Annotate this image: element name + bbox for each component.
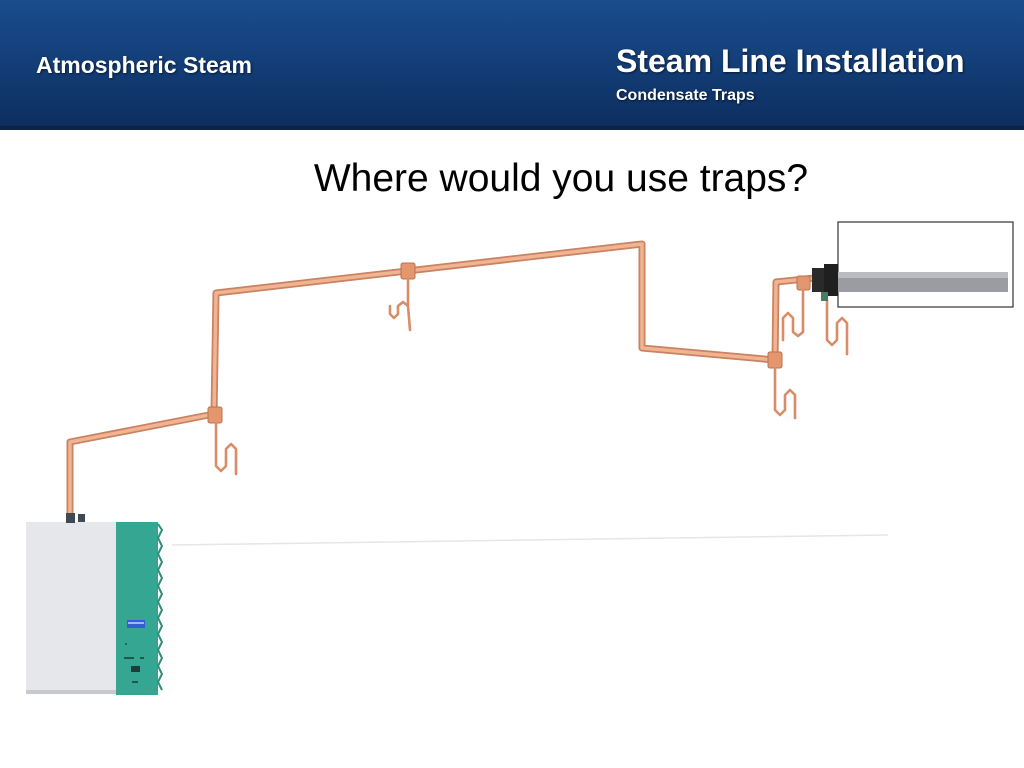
condensate-traps — [214, 277, 849, 476]
condensate-trap-icon — [825, 298, 849, 356]
humidifier-steam-outlet — [66, 513, 75, 523]
floor-line — [171, 534, 889, 546]
humidifier-label — [124, 657, 134, 659]
humidifier-indicator — [125, 643, 127, 645]
distributor-header — [824, 264, 838, 296]
humidifier-label — [132, 681, 138, 683]
brand-name: Atmospheric Steam — [36, 52, 253, 78]
slide-question: Where would you use traps? — [313, 157, 809, 200]
distributor-drain-fitting — [821, 292, 828, 301]
steam-pipe — [66, 240, 819, 522]
header-divider — [0, 126, 1024, 130]
distributor-highlight-box — [837, 221, 1014, 308]
condensate-trap-icon — [773, 366, 797, 420]
tee-fitting — [767, 351, 783, 369]
humidifier-panel-vents — [156, 523, 164, 691]
humidifier-fitting — [78, 514, 85, 522]
condensate-trap-icon — [214, 421, 238, 476]
humidifier-switch — [131, 666, 140, 672]
humidifier-unit-icon — [26, 513, 164, 695]
tee-fitting — [796, 275, 811, 291]
tee-fitting — [207, 406, 223, 424]
condensate-trap-icon — [781, 288, 805, 342]
condensate-trap-icon — [388, 277, 412, 332]
distributor-tube-highlight — [838, 272, 1008, 278]
slide-subtitle: Condensate Traps — [616, 87, 755, 104]
header-banner — [0, 0, 1024, 130]
distributor-flange — [812, 268, 826, 292]
humidifier-display-text — [128, 622, 144, 624]
tee-fitting — [400, 262, 416, 280]
slide-title: Steam Line Installation — [616, 43, 965, 79]
humidifier-base — [26, 690, 118, 694]
humidifier-cabinet — [26, 522, 118, 694]
humidifier-label — [140, 657, 144, 659]
steam-distributor-icon — [812, 221, 1014, 308]
